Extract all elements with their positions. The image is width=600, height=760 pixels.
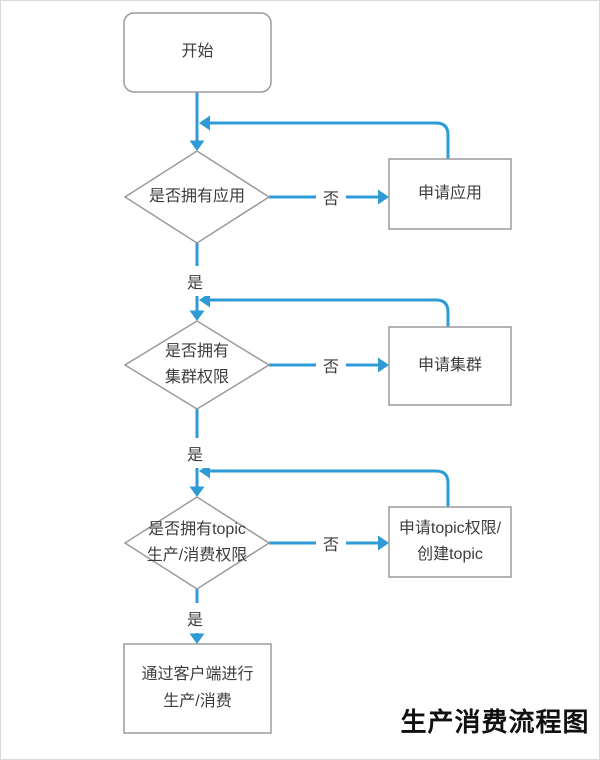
- end-box-shape: [123, 643, 272, 734]
- edge-apply-app-return: [210, 121, 450, 159]
- node-shapes: [123, 12, 512, 734]
- arrow-right-apply-app: [378, 189, 389, 205]
- diagram-title: 生产消费流程图: [400, 707, 590, 737]
- check-cluster-diamond-shape: [123, 320, 271, 410]
- edge-apply-cluster-return: [210, 298, 450, 327]
- arrow-down-check-cluster: [189, 310, 205, 321]
- check-app-diamond-shape: [123, 150, 271, 244]
- start-node-shape: [123, 12, 272, 93]
- apply-cluster-box-shape: [388, 326, 512, 406]
- arrow-right-apply-cluster: [378, 357, 389, 373]
- arrow-right-apply-topic: [378, 535, 389, 551]
- arrow-down-check-app: [189, 140, 205, 151]
- arrow-down-end: [189, 633, 205, 644]
- arrow-left-junction-3: [199, 463, 210, 479]
- edge-apply-topic-return: [210, 469, 450, 507]
- arrow-down-check-topic: [189, 486, 205, 497]
- arrow-left-junction-2: [199, 292, 210, 308]
- apply-app-box-shape: [388, 158, 512, 230]
- apply-topic-box-shape: [388, 506, 512, 578]
- arrow-left-junction-1: [199, 115, 210, 131]
- check-topic-diamond-shape: [123, 496, 271, 590]
